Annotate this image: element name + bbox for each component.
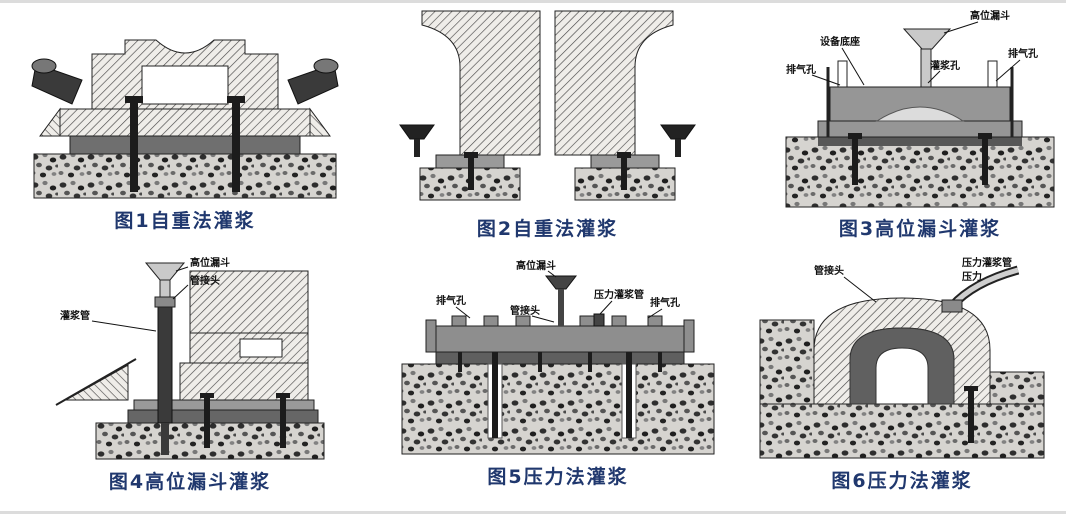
- pouring-chute-left: [31, 58, 83, 105]
- anchor-bolt: [200, 393, 214, 448]
- pipe-joint: [154, 296, 176, 308]
- grouting-pipe: [157, 304, 173, 455]
- figure-1: 图1自重法灌浆: [30, 12, 340, 233]
- figure-2: 图2自重法灌浆: [390, 5, 705, 241]
- grout-layer: [127, 409, 319, 424]
- label-high-funnel: 高位漏斗: [970, 9, 1010, 22]
- right-foot-plate: [590, 152, 660, 190]
- figure-2-diagram: [399, 10, 696, 201]
- anchor-bolt: [964, 386, 978, 443]
- label-pressure: 压力: [962, 270, 982, 283]
- grout-layer: [849, 327, 955, 405]
- figure-5-labels: 高位漏斗 排气孔 管接头 压力灌浆管 排气孔: [436, 259, 680, 323]
- concrete-bottom: [759, 403, 1045, 459]
- left-foot-plate: [435, 152, 505, 190]
- label-high-funnel: 高位漏斗: [190, 256, 230, 269]
- figure-6-diagram: 管接头 压力灌浆管 压力: [759, 256, 1045, 459]
- stud: [588, 352, 592, 372]
- concrete-foundation: [785, 136, 1055, 208]
- pressure-pipe-inlet: [593, 313, 605, 327]
- page-top-edge: [0, 0, 1066, 3]
- label-pipe-joint: 管接头: [814, 264, 844, 277]
- figure-4-diagram: 高位漏斗 管接头 灌浆管: [55, 256, 325, 460]
- anchor-bolt: [848, 133, 862, 185]
- equipment-base: [817, 86, 1023, 138]
- arch-shell: [813, 297, 991, 405]
- figure-3: 高位漏斗 设备底座 排气孔 灌浆孔 排气孔 图3高位漏斗灌浆: [782, 5, 1058, 241]
- pouring-chute-right: [287, 58, 339, 105]
- figure-6-labels: 管接头 压力灌浆管 压力: [814, 256, 1012, 303]
- anchor-bolt: [626, 352, 632, 438]
- support-wedge: [55, 358, 137, 406]
- pouring-funnel-right: [660, 124, 696, 157]
- figure-6: 管接头 压力灌浆管 压力 图6压力法灌浆: [756, 252, 1048, 493]
- figure-1-caption: 图1自重法灌浆: [114, 210, 256, 232]
- concrete-foundation: [401, 363, 715, 455]
- stud: [658, 352, 662, 372]
- anchor-bolt: [978, 133, 992, 185]
- label-vent-hole-right: 排气孔: [1008, 47, 1038, 60]
- label-grout-hole: 灌浆孔: [930, 59, 960, 72]
- label-vent-hole-left: 排气孔: [436, 294, 466, 307]
- label-pipe-joint: 管接头: [190, 274, 220, 287]
- figure-6-caption: 图6压力法灌浆: [831, 470, 973, 492]
- machine-column: [179, 270, 309, 401]
- stud: [538, 352, 542, 372]
- figure-3-labels: 高位漏斗 设备底座 排气孔 灌浆孔 排气孔: [786, 9, 1038, 86]
- anchor-bolt: [125, 96, 143, 192]
- anchor-bolt: [227, 96, 245, 192]
- concrete-foundation: [33, 153, 337, 199]
- high-funnel: [902, 28, 952, 88]
- page-bottom-edge: [0, 511, 1066, 514]
- high-funnel: [544, 275, 578, 326]
- label-high-funnel: 高位漏斗: [516, 259, 556, 272]
- vent-pipe-left: [837, 60, 848, 88]
- label-grouting-pipe: 灌浆管: [60, 309, 90, 322]
- pedestal-left-half: [421, 10, 541, 156]
- pouring-funnel-left: [399, 124, 435, 157]
- vent-pipe-right: [987, 60, 998, 88]
- high-funnel: [144, 262, 186, 298]
- label-vent-hole-left: 排气孔: [786, 63, 816, 76]
- figure-3-diagram: 高位漏斗 设备底座 排气孔 灌浆孔 排气孔: [785, 9, 1055, 208]
- figure-5: 高位漏斗 排气孔 管接头 压力灌浆管 排气孔 图5压力法灌浆: [398, 258, 718, 489]
- machine-base-plate: [39, 107, 331, 137]
- figure-1-diagram: [31, 39, 339, 199]
- figure-2-caption: 图2自重法灌浆: [476, 218, 619, 240]
- grout-layer: [69, 135, 301, 155]
- pedestal-right-half: [554, 10, 674, 156]
- figure-4-caption: 图4高位漏斗灌浆: [108, 471, 272, 493]
- pipe-joint-collar: [941, 299, 963, 313]
- label-equipment-base: 设备底座: [820, 35, 860, 48]
- stud: [458, 352, 462, 372]
- figure-5-diagram: 高位漏斗 排气孔 管接头 压力灌浆管 排气孔: [401, 259, 715, 455]
- figure-3-caption: 图3高位漏斗灌浆: [838, 218, 1002, 240]
- label-vent-hole-right: 排气孔: [650, 296, 680, 309]
- anchor-bolt: [276, 393, 290, 448]
- figure-4-labels: 高位漏斗 管接头 灌浆管: [60, 256, 230, 332]
- machine-body: [91, 39, 279, 110]
- anchor-bolt: [492, 352, 498, 438]
- base-slab: [425, 315, 695, 353]
- grout-layer: [818, 137, 1022, 146]
- label-pressure-grout-pipe: 压力灌浆管: [594, 288, 644, 301]
- grout-layer: [435, 351, 685, 365]
- figure-5-caption: 图5压力法灌浆: [487, 466, 629, 488]
- figure-4: 高位漏斗 管接头 灌浆管 图4高位漏斗灌浆: [40, 253, 340, 494]
- label-pipe-joint: 管接头: [510, 304, 540, 317]
- label-pressure-grout-pipe: 压力灌浆管: [962, 256, 1012, 269]
